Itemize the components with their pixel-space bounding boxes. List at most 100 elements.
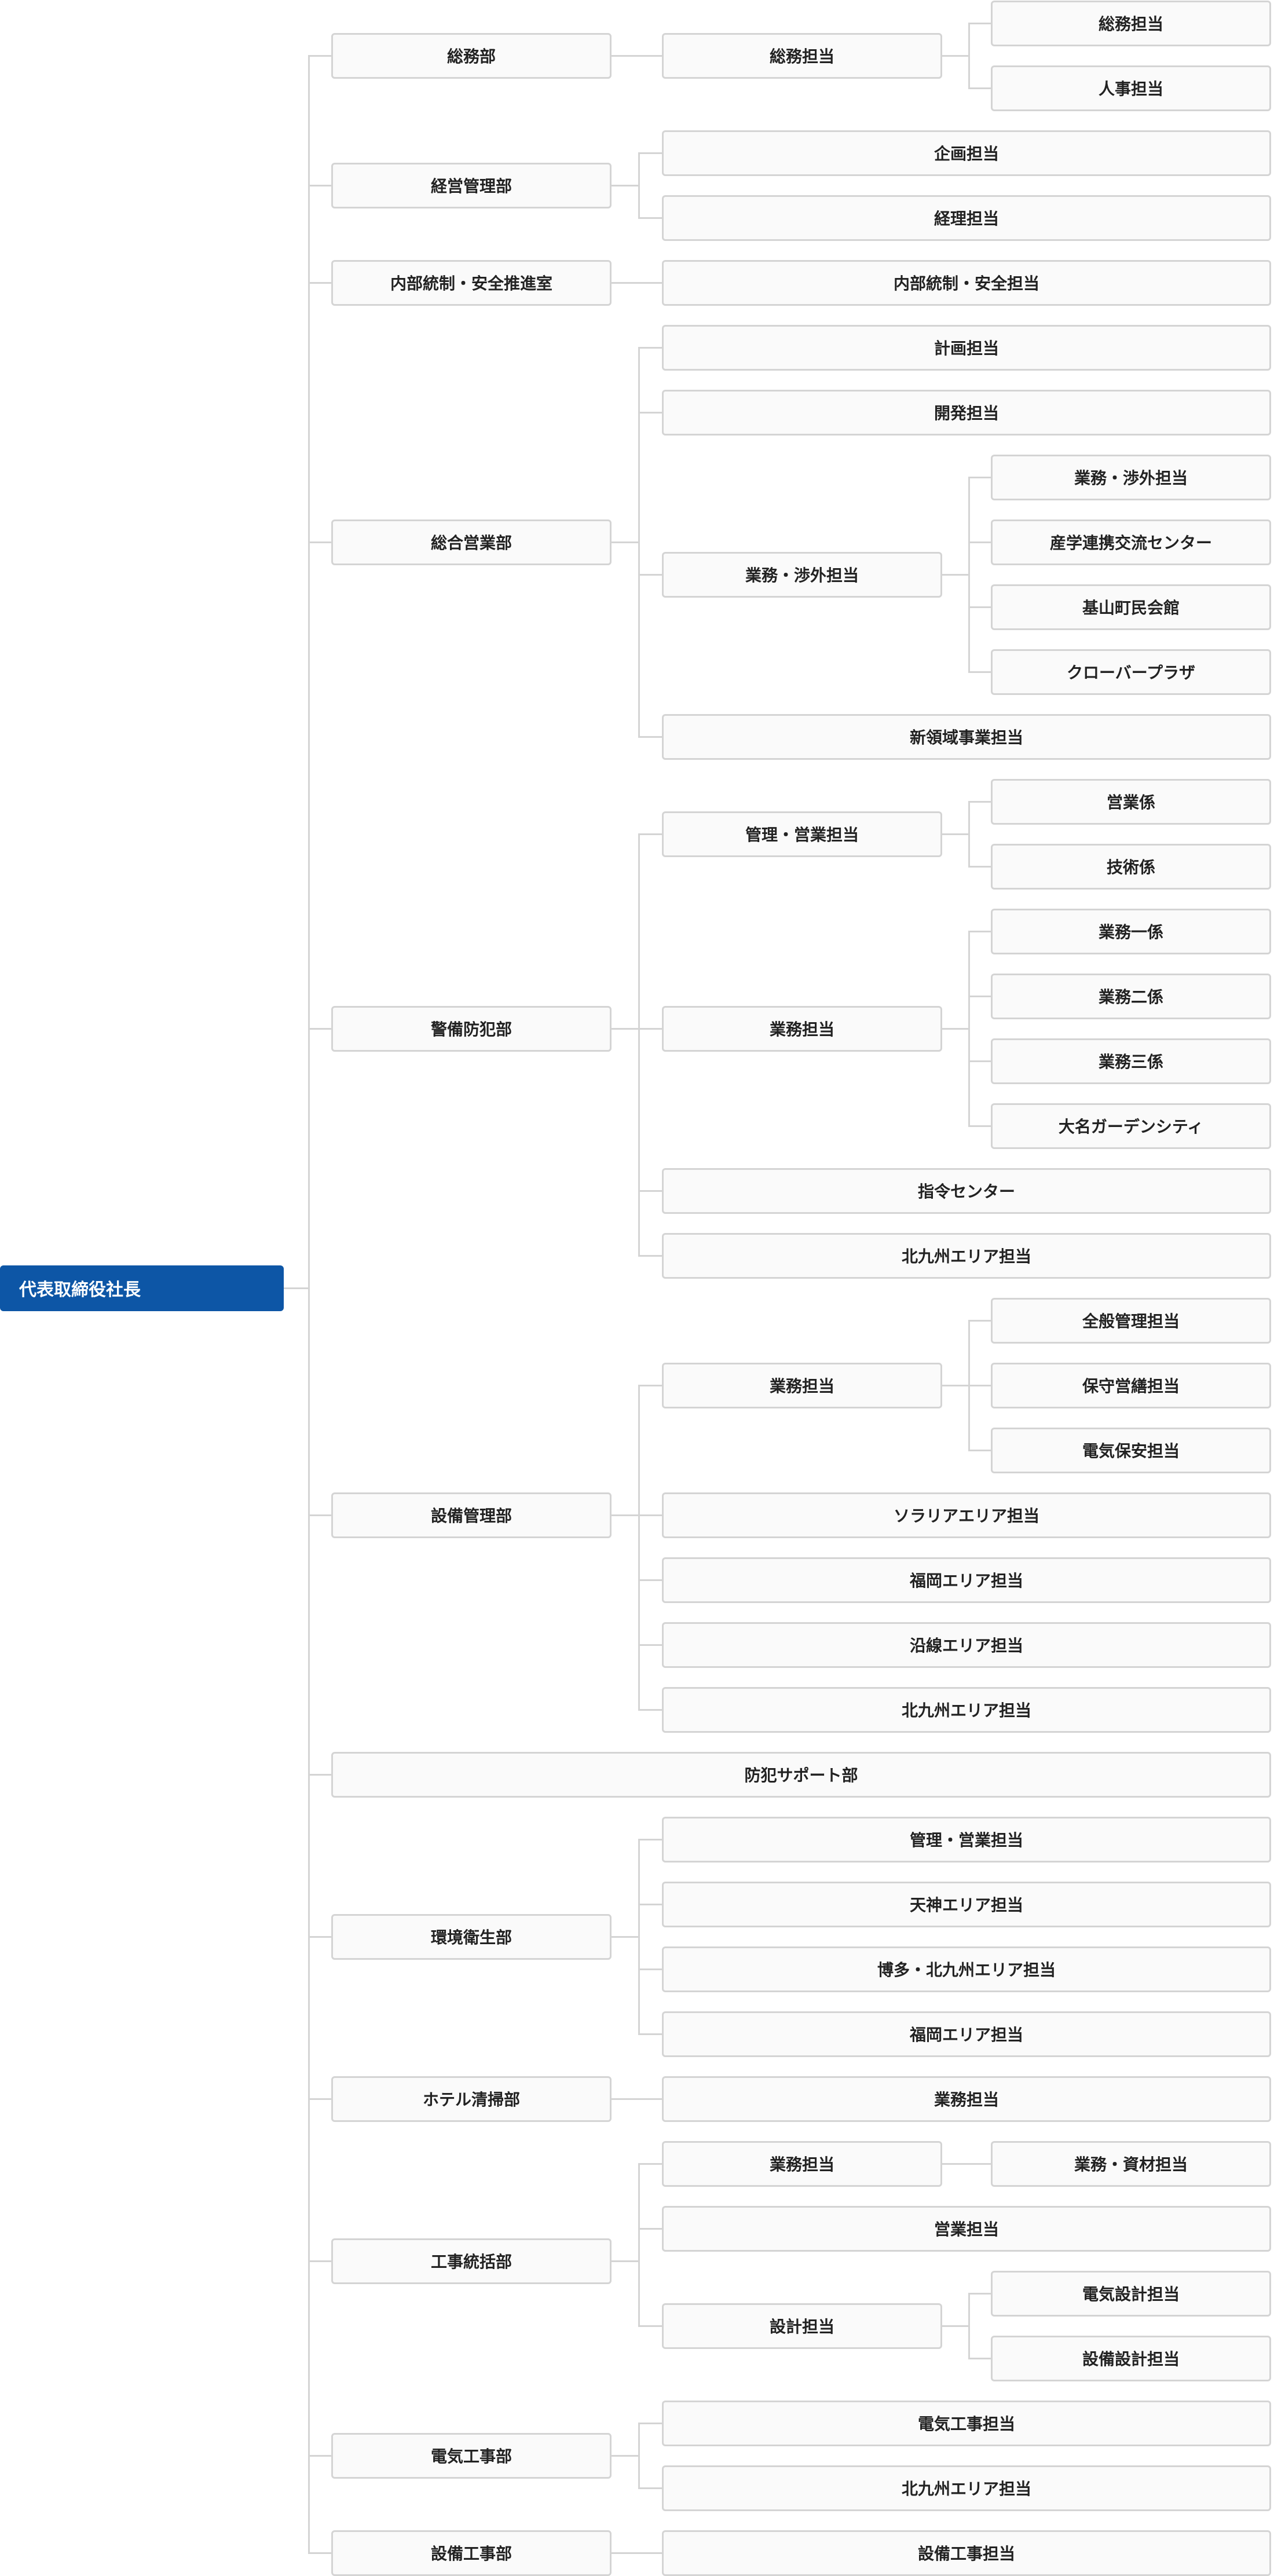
connector-line: [638, 1385, 640, 1711]
org-box-department[interactable]: 環境衛生部: [331, 1913, 612, 1960]
connector-line: [968, 541, 991, 543]
connector-line: [638, 412, 662, 414]
org-box-section[interactable]: 企画担当: [662, 130, 1271, 176]
org-box-unit[interactable]: 電気設計担当: [991, 2270, 1271, 2317]
org-box-section[interactable]: 北九州エリア担当: [662, 1232, 1271, 1279]
org-box-section[interactable]: 管理・営業担当: [662, 811, 942, 857]
org-box-section[interactable]: 天神エリア担当: [662, 1881, 1271, 1927]
org-box-section[interactable]: 業務担当: [662, 1362, 942, 1408]
connector-line: [638, 2423, 662, 2424]
org-box-section[interactable]: 福岡エリア担当: [662, 1557, 1271, 1603]
org-box-label: 産学連携交流センター: [1049, 533, 1212, 552]
org-box-section[interactable]: 業務担当: [662, 2140, 942, 2187]
org-box-label: 設計担当: [769, 2317, 834, 2336]
connector-line: [942, 1028, 970, 1030]
org-box-label: 設備工事部: [430, 2544, 512, 2563]
org-box-label: 業務担当: [769, 1020, 834, 1039]
org-box-unit[interactable]: 営業係: [991, 778, 1271, 825]
org-box-section[interactable]: 博多・北九州エリア担当: [662, 1946, 1271, 1992]
connector-line: [308, 2260, 331, 2262]
connector-line: [968, 801, 970, 868]
org-box-section[interactable]: 北九州エリア担当: [662, 2465, 1271, 2511]
org-box-section[interactable]: 設計担当: [662, 2303, 942, 2349]
org-box-department[interactable]: 防犯サポート部: [331, 1751, 1271, 1798]
org-box-department[interactable]: 工事統括部: [331, 2238, 612, 2284]
org-box-label: 人事担当: [1098, 79, 1163, 98]
org-box-unit[interactable]: 業務二係: [991, 973, 1271, 1019]
org-box-unit[interactable]: 人事担当: [991, 65, 1271, 111]
connector-line: [638, 2033, 662, 2035]
org-box-section[interactable]: 開発担当: [662, 389, 1271, 436]
org-box-department[interactable]: 電気工事部: [331, 2432, 612, 2479]
org-box-section[interactable]: 業務担当: [662, 2076, 1271, 2122]
org-box-department[interactable]: ホテル清掃部: [331, 2076, 612, 2122]
org-box-label: 全般管理担当: [1082, 1312, 1180, 1331]
org-box-department[interactable]: 設備管理部: [331, 1492, 612, 1538]
connector-line: [612, 2098, 640, 2100]
org-box-section[interactable]: 総務担当: [662, 32, 942, 79]
org-box-unit[interactable]: 大名ガーデンシティ: [991, 1103, 1271, 1149]
connector-line: [968, 23, 970, 89]
org-box-section[interactable]: 業務・渉外担当: [662, 551, 942, 598]
org-box-section[interactable]: 管理・営業担当: [662, 1816, 1271, 1863]
org-box-unit[interactable]: 産学連携交流センター: [991, 519, 1271, 565]
org-box-department[interactable]: 総合営業部: [331, 519, 612, 565]
connector-line: [308, 1774, 331, 1776]
org-box-label: 指令センター: [917, 1182, 1015, 1201]
org-box-unit[interactable]: 全般管理担当: [991, 1297, 1271, 1344]
org-box-unit[interactable]: クローバープラザ: [991, 649, 1271, 695]
connector-line: [638, 1514, 662, 1516]
org-box-department[interactable]: 設備工事部: [331, 2530, 612, 2576]
org-box-unit[interactable]: 業務三係: [991, 1038, 1271, 1084]
org-box-unit[interactable]: 保守営繕担当: [991, 1362, 1271, 1408]
org-box-label: 管理・営業担当: [745, 825, 859, 844]
org-box-unit[interactable]: 技術係: [991, 843, 1271, 890]
org-box-label: 総務担当: [1098, 14, 1163, 34]
connector-line: [612, 1514, 640, 1516]
org-box-unit[interactable]: 業務一係: [991, 908, 1271, 954]
org-box-section[interactable]: 計画担当: [662, 324, 1271, 371]
org-box-department[interactable]: 経営管理部: [331, 162, 612, 208]
org-box-section[interactable]: 北九州エリア担当: [662, 1686, 1271, 1733]
org-box-unit[interactable]: 業務・資材担当: [991, 2140, 1271, 2187]
org-box-label: 電気保安担当: [1082, 1441, 1180, 1461]
connector-line: [308, 2552, 331, 2554]
connector-line: [638, 2552, 662, 2554]
connector-line: [638, 1255, 662, 1257]
org-box-label: 総務部: [446, 47, 496, 66]
org-box-section[interactable]: 営業担当: [662, 2205, 1271, 2252]
connector-line: [638, 347, 640, 738]
org-box-department[interactable]: 警備防犯部: [331, 1005, 612, 1052]
org-box-section[interactable]: ソラリアエリア担当: [662, 1492, 1271, 1538]
org-box-section[interactable]: 設備工事担当: [662, 2530, 1271, 2576]
org-box-label: 業務・渉外担当: [1074, 469, 1188, 488]
org-box-section[interactable]: 新領域事業担当: [662, 713, 1271, 760]
org-box-label: 基山町民会館: [1082, 598, 1180, 617]
org-box-label: 業務・渉外担当: [745, 566, 859, 585]
org-box-section[interactable]: 経理担当: [662, 195, 1271, 241]
org-box-department[interactable]: 総務部: [331, 32, 612, 79]
org-box-label: 電気設計担当: [1082, 2285, 1180, 2304]
org-box-section[interactable]: 沿線エリア担当: [662, 1622, 1271, 1668]
org-box-unit[interactable]: 基山町民会館: [991, 584, 1271, 630]
org-box-section[interactable]: 指令センター: [662, 1168, 1271, 1214]
org-box-unit[interactable]: 電気保安担当: [991, 1427, 1271, 1473]
org-box-president[interactable]: 代表取締役社長: [0, 1265, 284, 1311]
connector-line: [638, 1709, 662, 1711]
org-box-section[interactable]: 内部統制・安全担当: [662, 259, 1271, 306]
org-box-section[interactable]: 福岡エリア担当: [662, 2011, 1271, 2057]
connector-line: [638, 833, 640, 1257]
org-box-unit[interactable]: 設備設計担当: [991, 2335, 1271, 2381]
org-box-label: 代表取締役社長: [19, 1280, 141, 1300]
org-box-unit[interactable]: 総務担当: [991, 0, 1271, 46]
org-box-section[interactable]: 電気工事担当: [662, 2400, 1271, 2446]
org-box-unit[interactable]: 業務・渉外担当: [991, 454, 1271, 500]
connector-line: [968, 2163, 991, 2165]
org-box-label: 北九州エリア担当: [901, 1701, 1031, 1720]
org-box-label: 福岡エリア担当: [909, 2025, 1023, 2044]
connector-line: [942, 55, 970, 57]
org-box-section[interactable]: 業務担当: [662, 1005, 942, 1052]
org-box-department[interactable]: 内部統制・安全推進室: [331, 259, 612, 306]
org-box-label: 業務担当: [769, 2155, 834, 2174]
org-box-label: 業務担当: [933, 2090, 999, 2109]
